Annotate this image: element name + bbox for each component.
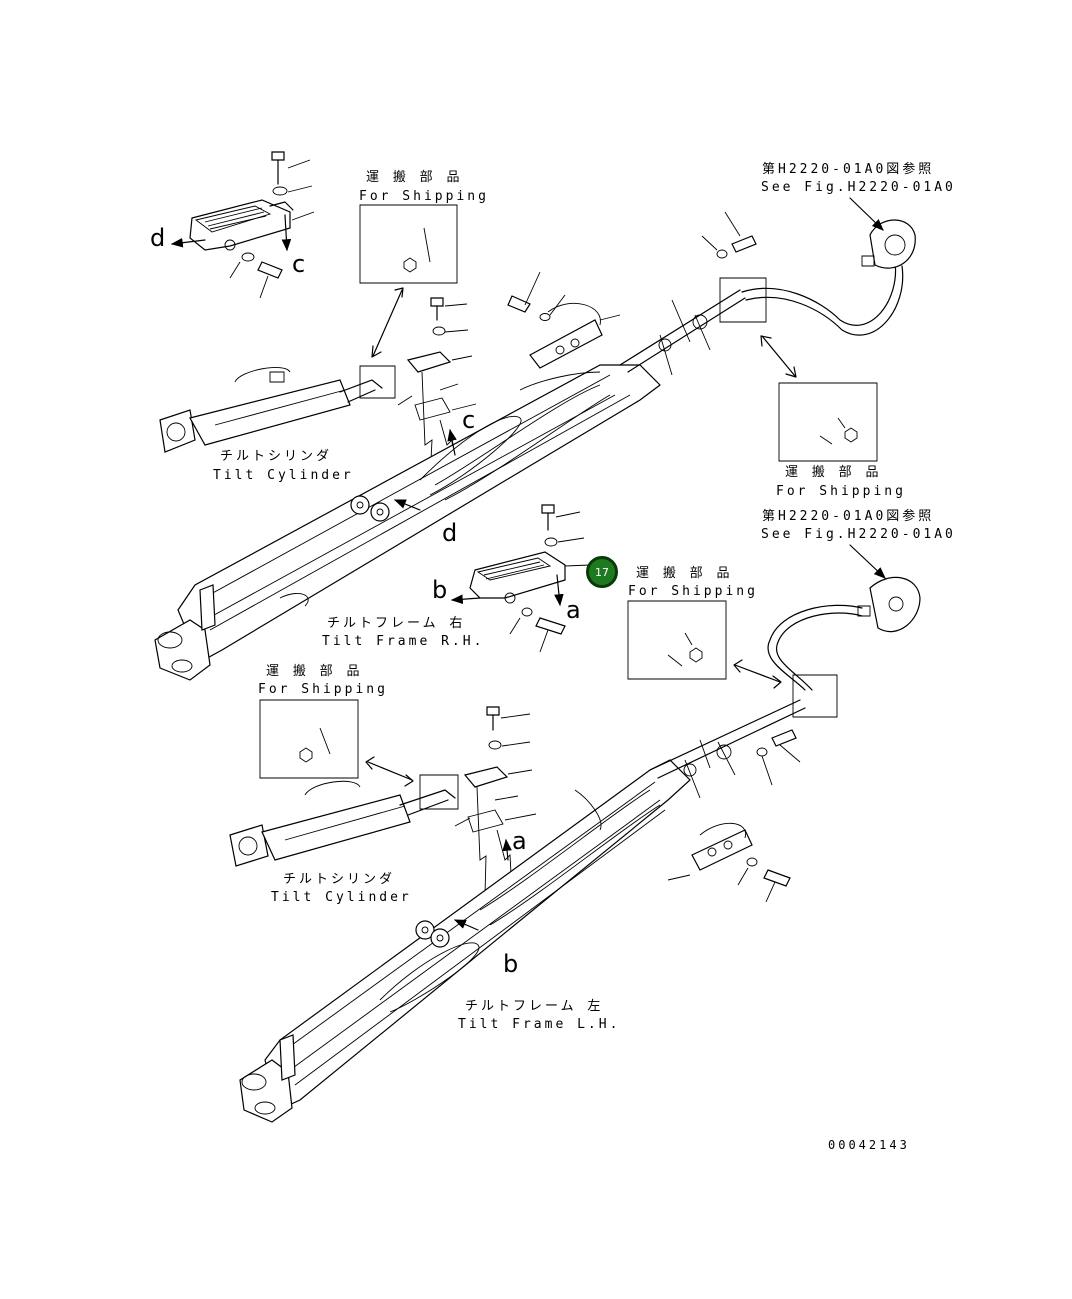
letter-b-lower: b <box>503 950 519 978</box>
letter-d-upper-left: d <box>150 224 166 252</box>
tilt-frame-lh-label-jp: チルトフレーム 左 <box>465 999 604 1014</box>
shipping-box-4 <box>260 700 413 786</box>
letter-d-frame: d <box>442 519 458 547</box>
shipping-label-en-4: For Shipping <box>258 682 388 697</box>
step-upper-detail <box>170 152 314 298</box>
shipping-label-jp-2: 運 搬 部 品 <box>785 465 882 480</box>
letter-a-step: a <box>566 596 581 624</box>
shipping-box-1 <box>360 205 457 357</box>
tilt-cylinder-label-en-lower: Tilt Cylinder <box>271 890 412 905</box>
tilt-frame-rh <box>155 290 745 680</box>
shipping-label-jp-1: 運 搬 部 品 <box>366 170 463 185</box>
tilt-cylinder-label-jp-upper: チルトシリンダ <box>220 449 333 464</box>
reference-label-jp-2: 第H2220-01A0図参照 <box>762 509 935 524</box>
reference-label-en-2: See Fig.H2220-01A0 <box>761 527 956 542</box>
flange-middle-right <box>768 545 920 690</box>
bracket-lower <box>455 707 536 895</box>
shipping-label-en-2: For Shipping <box>776 484 906 499</box>
drawing-number: 00042143 <box>828 1138 910 1152</box>
shipping-box-2 <box>761 336 877 461</box>
reference-label-jp-1: 第H2220-01A0図参照 <box>762 162 935 177</box>
step-middle <box>450 505 590 652</box>
tilt-frame-lh <box>240 675 837 1122</box>
bracket-upper <box>398 298 476 480</box>
shipping-box-3 <box>628 601 781 688</box>
letter-c-upper: c <box>292 250 306 278</box>
letter-c-frame: c <box>462 406 476 434</box>
hose-detail-box-1 <box>360 366 395 398</box>
tilt-frame-rh-label-jp: チルトフレーム 右 <box>327 616 466 631</box>
reference-label-en-1: See Fig.H2220-01A0 <box>761 180 956 195</box>
tilt-cylinder-lower <box>230 775 458 866</box>
shipping-label-en-1: For Shipping <box>359 189 489 204</box>
letter-a-lower: a <box>512 827 527 855</box>
callout-17[interactable]: 17 <box>586 556 618 588</box>
tilt-frame-rh-label-en: Tilt Frame R.H. <box>322 634 485 649</box>
tilt-cylinder-label-en-upper: Tilt Cylinder <box>213 468 354 483</box>
clamp-lower-right <box>668 823 790 902</box>
clamp-upper-right <box>508 272 620 368</box>
tilt-cylinder-label-jp-lower: チルトシリンダ <box>283 872 396 887</box>
shipping-label-jp-3: 運 搬 部 品 <box>636 566 733 581</box>
letter-b-step: b <box>432 576 448 604</box>
fitting-upper-right <box>702 198 915 335</box>
shipping-label-en-3: For Shipping <box>628 584 758 599</box>
tilt-cylinder-upper <box>160 367 382 452</box>
shipping-label-jp-4: 運 搬 部 品 <box>266 664 363 679</box>
tilt-frame-lh-label-en: Tilt Frame L.H. <box>458 1017 621 1032</box>
